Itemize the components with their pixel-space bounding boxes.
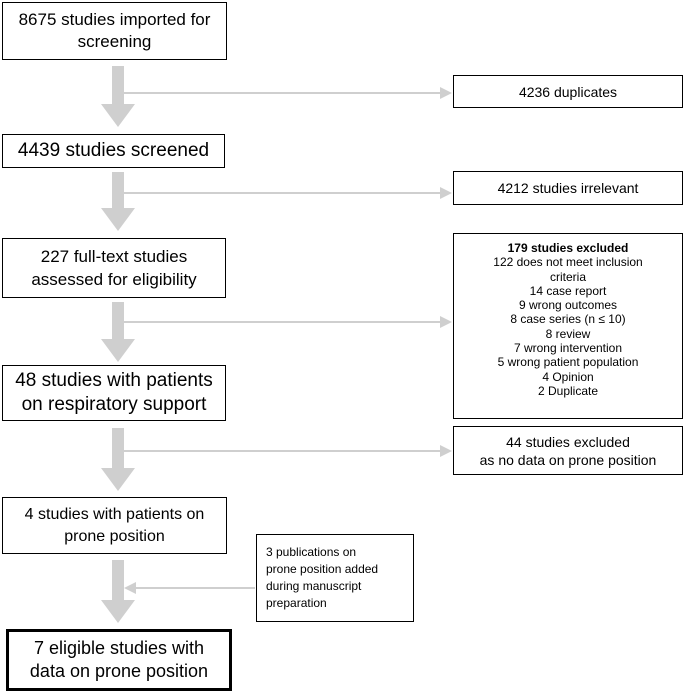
studies-screened-text: 4439 studies screened <box>17 140 210 161</box>
down-arrow-2 <box>101 172 135 231</box>
prone-position-studies-text: 4 studies with patients on prone positio… <box>25 504 205 548</box>
branch-arrow-excluded179 <box>124 316 452 328</box>
exclusion-reason: criteria <box>549 269 586 284</box>
studies-imported-line-1: 8675 studies imported for <box>18 10 211 29</box>
studies-imported-line-2: screening <box>77 32 152 51</box>
exclusion-reason: 14 case report <box>529 283 607 298</box>
fulltext-assessed-box: 227 full-text studies assessed for eligi… <box>2 238 226 298</box>
merge-arrow-added <box>124 582 255 594</box>
studies-imported-text: 8675 studies imported for screening <box>19 9 211 53</box>
eligible-studies-box: 7 eligible studies with data on prone po… <box>6 629 232 691</box>
exclusion-reason: 4 Opinion <box>542 369 594 384</box>
prone-position-studies-box: 4 studies with patients on prone positio… <box>2 497 227 554</box>
exclusion-reason: 7 wrong intervention <box>513 341 623 356</box>
irrelevant-text: 4212 studies irrelevant <box>497 180 639 196</box>
down-arrow-4 <box>101 428 135 491</box>
excluded-44-line-2: as no data on prone position <box>479 451 657 468</box>
duplicates-box: 4236 duplicates <box>453 75 683 108</box>
respiratory-support-text: 48 studies with patients on respiratory … <box>15 369 213 417</box>
down-arrow-1 <box>101 66 135 127</box>
publications-added-line-4: preparation <box>266 596 327 610</box>
exclusion-reason: 9 wrong outcomes <box>518 298 618 313</box>
branch-arrow-irrelevant <box>124 187 452 199</box>
respiratory-support-line-1: 48 studies with patients <box>15 370 213 391</box>
excluded-179-box: 179 studies excluded 122 does not meet i… <box>453 233 683 419</box>
eligible-studies-line-2: data on prone position <box>29 661 209 681</box>
publications-added-box: 3 publications on prone position added d… <box>256 534 414 622</box>
fulltext-assessed-line-1: 227 full-text studies <box>40 247 188 266</box>
excluded-44-box: 44 studies excluded as no data on prone … <box>453 426 683 475</box>
exclusion-reason: 5 wrong patient population <box>497 355 639 370</box>
exclusion-reason: 8 review <box>545 326 591 341</box>
fulltext-assessed-line-2: assessed for eligibility <box>31 270 197 289</box>
eligible-studies-line-1: 7 eligible studies with <box>33 638 205 658</box>
respiratory-support-line-2: on respiratory support <box>21 394 207 415</box>
studies-imported-box: 8675 studies imported for screening <box>2 2 227 60</box>
branch-arrow-duplicates <box>124 87 452 99</box>
duplicates-text: 4236 duplicates <box>518 83 618 100</box>
irrelevant-box: 4212 studies irrelevant <box>453 171 683 205</box>
publications-added-line-3: during manuscript <box>266 579 362 593</box>
prone-position-studies-line-1: 4 studies with patients on <box>24 505 205 523</box>
excluded-44-line-1: 44 studies excluded <box>506 433 630 450</box>
publications-added-line-1: 3 publications on <box>266 545 357 559</box>
exclusion-reasons-list: 179 studies excluded 122 does not meet i… <box>493 241 642 398</box>
exclusion-reason: 122 does not meet inclusion <box>493 255 643 270</box>
excluded-179-title: 179 studies excluded <box>507 241 629 255</box>
exclusion-reason: 8 case series (n ≤ 10) <box>510 312 626 327</box>
prone-position-studies-line-2: prone position <box>64 527 165 545</box>
respiratory-support-box: 48 studies with patients on respiratory … <box>2 365 226 421</box>
excluded-44-text: 44 studies excluded as no data on prone … <box>480 433 657 469</box>
fulltext-assessed-text: 227 full-text studies assessed for eligi… <box>31 245 196 291</box>
publications-added-line-2: prone position added <box>266 562 379 576</box>
branch-arrow-excluded44 <box>124 445 452 457</box>
exclusion-reason: 2 Duplicate <box>537 383 599 398</box>
down-arrow-5 <box>101 560 135 623</box>
eligible-studies-text: 7 eligible studies with data on prone po… <box>30 637 208 683</box>
studies-screened-box: 4439 studies screened <box>2 134 225 168</box>
down-arrow-3 <box>101 302 135 362</box>
publications-added-text: 3 publications on prone position added d… <box>266 544 378 612</box>
